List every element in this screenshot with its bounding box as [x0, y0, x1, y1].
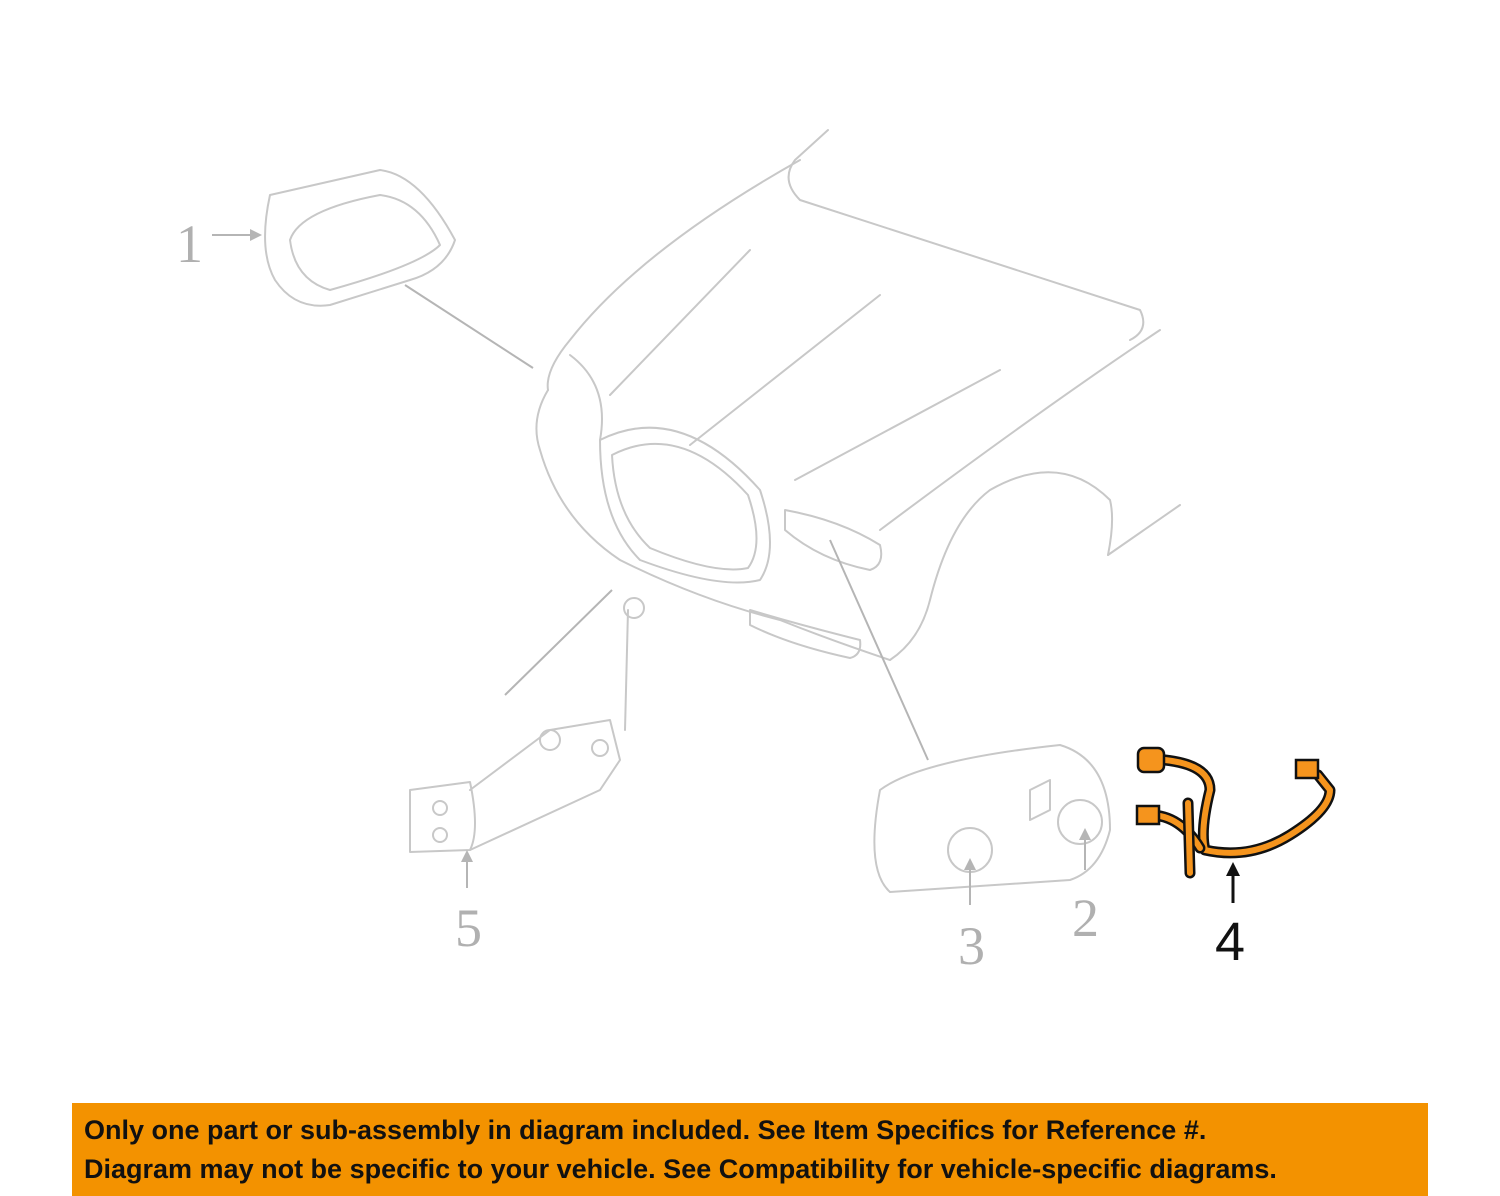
vehicle-front-outline: [535, 129, 1181, 661]
callout-4: 4: [1215, 912, 1245, 972]
wiring-harness-part-4: [1135, 746, 1336, 903]
callout-5: 5: [455, 898, 482, 958]
disclaimer-line-2: Diagram may not be specific to your vehi…: [84, 1154, 1277, 1184]
callout-1: 1: [176, 214, 203, 274]
headlamp-assembly-parts-2-3: [829, 539, 1111, 905]
disclaimer-banner: Only one part or sub-assembly in diagram…: [72, 1103, 1428, 1196]
headlamp-part-1: [212, 169, 534, 369]
callout-2: 2: [1072, 888, 1099, 948]
callout-3: 3: [958, 916, 985, 976]
level-sensor-part-5: [409, 589, 645, 888]
disclaimer-line-1: Only one part or sub-assembly in diagram…: [84, 1115, 1207, 1145]
parts-diagram: 1 2 3 4 5: [176, 129, 1336, 976]
